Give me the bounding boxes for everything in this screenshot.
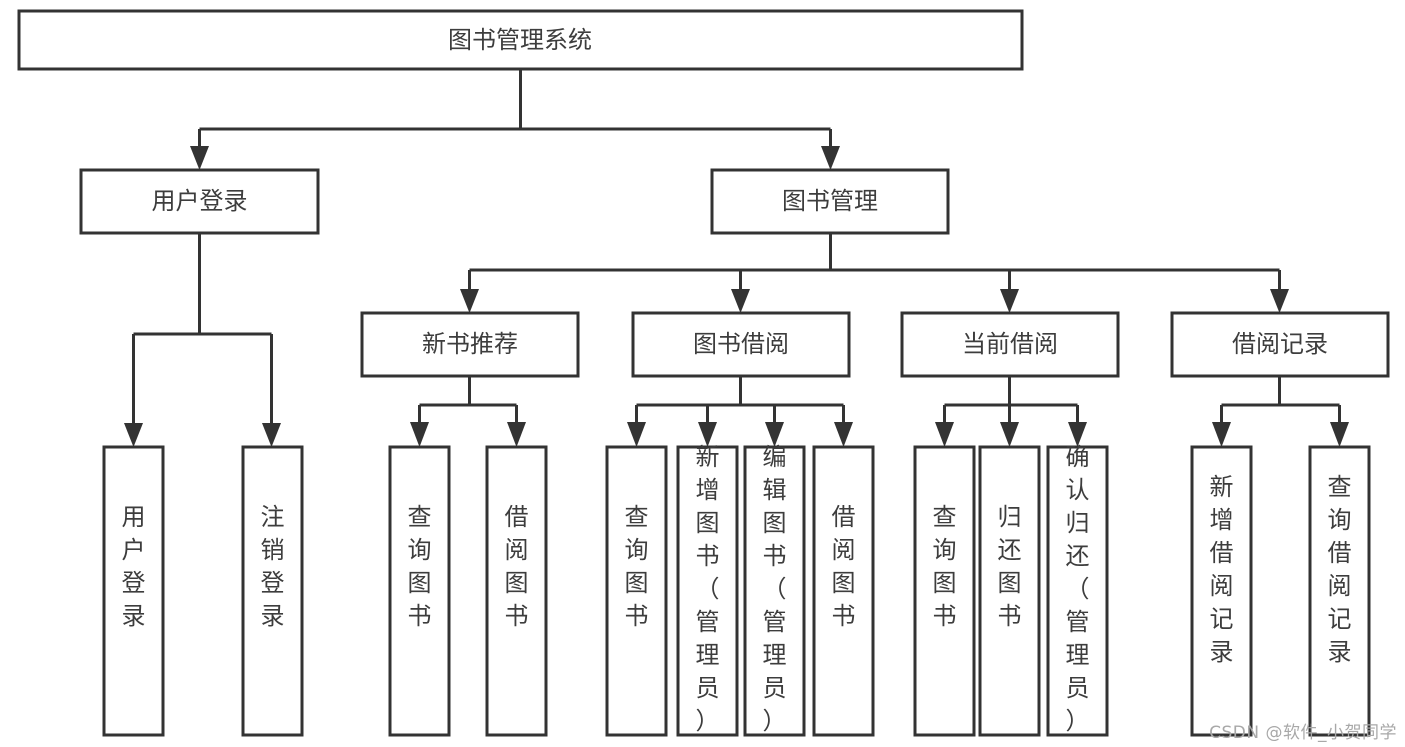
- leaf-box-nb-query-book[interactable]: [388, 445, 451, 737]
- arrow-head-bb-leaf4: [834, 422, 853, 447]
- arrow-head-bb-leaf3: [765, 422, 784, 447]
- leaf-label-br-query-record: 查询借阅记录: [1328, 473, 1352, 666]
- node-root[interactable]: 图书管理系统: [17, 9, 1024, 71]
- connector-group-new-book: [410, 376, 526, 447]
- leaf-node[interactable]: 新增借阅记录: [1190, 445, 1253, 737]
- node-book-borrow[interactable]: 图书借阅: [631, 311, 851, 378]
- connector-group-book-borrow: [627, 376, 853, 447]
- leaf-node[interactable]: 确认归还（管理员）: [1046, 443, 1109, 737]
- node-current-borrow[interactable]: 当前借阅: [900, 311, 1120, 378]
- node-book-management-box[interactable]: [710, 168, 950, 235]
- leaf-box-user-login[interactable]: [102, 445, 165, 737]
- arrow-head-nb-leaf2: [507, 422, 526, 447]
- leaf-node[interactable]: 查询图书: [388, 445, 451, 737]
- node-root-box[interactable]: [17, 9, 1024, 71]
- arrow-head-book-borrow: [731, 289, 750, 313]
- leaf-label-nb-query-book: 查询图书: [408, 503, 432, 630]
- leaf-node[interactable]: 注销登录: [241, 445, 304, 737]
- node-book-borrow-box[interactable]: [631, 311, 851, 378]
- leaf-box-cb-return-book[interactable]: [978, 445, 1041, 737]
- leaf-label-br-add-record: 新增借阅记录: [1210, 473, 1234, 666]
- node-new-book-recommend-box[interactable]: [360, 311, 580, 378]
- node-borrow-record-box[interactable]: [1170, 311, 1390, 378]
- arrow-head-br-leaf2: [1330, 422, 1349, 447]
- leaf-label-cb-confirm-return: 确认归还（管理员）: [1066, 443, 1090, 735]
- leaf-box-cb-confirm-return[interactable]: [1046, 445, 1109, 737]
- arrow-head-current-borrow: [1000, 289, 1019, 313]
- arrow-head-cb-leaf3: [1068, 422, 1087, 447]
- leaf-box-br-add-record[interactable]: [1190, 445, 1253, 737]
- arrow-head-nb-leaf1: [410, 422, 429, 447]
- node-root-label: 图书管理系统: [448, 26, 592, 54]
- leaf-node[interactable]: 新增图书（管理员）: [676, 443, 739, 737]
- arrow-head-cb-leaf1: [935, 422, 954, 447]
- leaf-label-user-login: 用户登录: [122, 503, 146, 630]
- leaf-node[interactable]: 归还图书: [978, 445, 1041, 737]
- arrow-head-cb-leaf2: [1000, 422, 1019, 447]
- node-current-borrow-box[interactable]: [900, 311, 1120, 378]
- arrow-head-user-login: [190, 146, 209, 170]
- leaf-label-logout: 注销登录: [261, 503, 285, 630]
- leaf-label-cb-return-book: 归还图书: [998, 503, 1022, 630]
- leaf-box-cb-query-book[interactable]: [913, 445, 976, 737]
- leaf-label-nb-borrow-book: 借阅图书: [505, 503, 529, 630]
- node-user-login-label: 用户登录: [152, 187, 248, 215]
- leaf-node[interactable]: 查询借阅记录: [1308, 445, 1371, 737]
- node-new-book-recommend-label: 新书推荐: [422, 330, 518, 358]
- connector-group-user-login: [124, 233, 281, 447]
- leaf-label-cb-query-book: 查询图书: [933, 503, 957, 630]
- arrow-head-leaf-logout: [262, 423, 281, 447]
- connector-group-borrow-record: [1212, 376, 1349, 447]
- connector-group-root: [190, 69, 840, 170]
- leaf-box-bb-query-book[interactable]: [605, 445, 668, 737]
- leaf-box-bb-add-book[interactable]: [676, 445, 739, 737]
- node-user-login[interactable]: 用户登录: [79, 168, 320, 235]
- node-borrow-record[interactable]: 借阅记录: [1170, 311, 1390, 378]
- leaf-box-nb-borrow-book[interactable]: [485, 445, 548, 737]
- connector-group-book-mgmt: [460, 233, 1289, 313]
- node-borrow-record-label: 借阅记录: [1232, 330, 1328, 358]
- node-book-borrow-label: 图书借阅: [693, 330, 789, 358]
- node-book-management[interactable]: 图书管理: [710, 168, 950, 235]
- arrow-head-bb-leaf1: [627, 422, 646, 447]
- node-book-management-label: 图书管理: [782, 187, 878, 215]
- leaf-node[interactable]: 编辑图书（管理员）: [743, 443, 806, 737]
- leaf-box-logout[interactable]: [241, 445, 304, 737]
- leaf-label-bb-edit-book: 编辑图书（管理员）: [763, 443, 787, 735]
- leaf-box-bb-borrow-book[interactable]: [812, 445, 875, 737]
- leaf-node[interactable]: 查询图书: [913, 445, 976, 737]
- leaf-node[interactable]: 借阅图书: [485, 445, 548, 737]
- leaf-box-br-query-record[interactable]: [1308, 445, 1371, 737]
- leaf-label-bb-add-book: 新增图书（管理员）: [696, 443, 720, 735]
- leaf-label-bb-borrow-book: 借阅图书: [832, 503, 856, 630]
- arrow-head-borrow-record: [1270, 289, 1289, 313]
- node-new-book-recommend[interactable]: 新书推荐: [360, 311, 580, 378]
- arrow-head-new-book: [460, 289, 479, 313]
- leaf-node[interactable]: 借阅图书: [812, 445, 875, 737]
- connector-group-current-borrow: [935, 376, 1087, 447]
- arrow-head-leaf-user-login: [124, 423, 143, 447]
- arrow-head-bb-leaf2: [698, 422, 717, 447]
- node-current-borrow-label: 当前借阅: [962, 330, 1058, 358]
- leaf-node[interactable]: 查询图书: [605, 445, 668, 737]
- node-user-login-box[interactable]: [79, 168, 320, 235]
- leaf-label-bb-query-book: 查询图书: [625, 503, 649, 630]
- arrow-head-book-mgmt: [821, 146, 840, 170]
- leaf-node[interactable]: 用户登录: [102, 445, 165, 737]
- arrow-head-br-leaf1: [1212, 422, 1231, 447]
- leaf-box-bb-edit-book[interactable]: [743, 445, 806, 737]
